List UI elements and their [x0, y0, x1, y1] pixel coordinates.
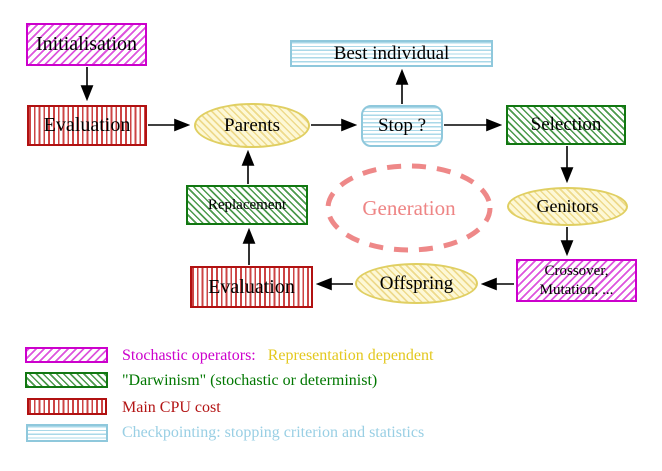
node-evaluation-top-label: Evaluation — [43, 114, 131, 136]
node-stop-label: Stop ? — [377, 115, 427, 136]
node-crossover-line1: Crossover, — [544, 262, 609, 279]
node-replacement: Replacement — [186, 185, 308, 225]
legend-row-stochastic-operators: Stochastic operators: Representation depe… — [122, 347, 433, 365]
node-offspring-label: Offspring — [379, 272, 454, 294]
legend-swatch-stochastic-operators — [25, 347, 108, 363]
legend-label-cpu-cost: Main CPU cost — [122, 399, 221, 416]
node-selection-label: Selection — [530, 114, 602, 135]
legend-label-representation-dependent: Representation dependent — [267, 347, 434, 364]
node-generation: Generation — [325, 164, 493, 253]
legend-row-darwinism: "Darwinism" (stochastic or determinist) — [122, 372, 377, 390]
legend-label-stochastic-operators: Stochastic operators: — [122, 347, 256, 364]
node-stop: Stop ? — [361, 105, 443, 147]
node-replacement-label: Replacement — [207, 196, 287, 213]
node-selection: Selection — [506, 105, 626, 145]
legend-swatch-darwinism — [25, 372, 108, 388]
legend-row-checkpointing: Checkpointing: stopping criterion and st… — [122, 424, 424, 442]
node-crossover-line2: Mutation, ... — [539, 281, 614, 298]
node-evaluation-bottom-label: Evaluation — [208, 275, 295, 298]
node-parents-label: Parents — [224, 114, 280, 136]
legend-row-cpu-cost: Main CPU cost — [122, 399, 221, 417]
legend-label-checkpointing: Checkpointing: stopping criterion and st… — [122, 424, 425, 441]
legend-swatch-cpu-cost — [27, 398, 107, 415]
node-best-individual: Best individual — [290, 40, 493, 67]
node-initialisation-label: Initialisation — [35, 33, 138, 55]
node-parents: Parents — [194, 103, 310, 148]
node-genitors: Genitors — [507, 187, 628, 226]
legend-label-darwinism: "Darwinism" (stochastic or determinist) — [122, 372, 378, 389]
legend-swatch-checkpointing — [26, 424, 108, 442]
node-offspring: Offspring — [355, 263, 478, 304]
node-initialisation: Initialisation — [26, 23, 147, 66]
node-generation-label: Generation — [362, 196, 456, 220]
node-genitors-label: Genitors — [536, 196, 599, 216]
node-crossover-mutation: Crossover, Mutation, ... — [516, 259, 637, 302]
node-evaluation-bottom: Evaluation — [190, 266, 313, 308]
node-evaluation-top: Evaluation — [27, 105, 147, 146]
node-best-individual-label: Best individual — [333, 42, 450, 64]
